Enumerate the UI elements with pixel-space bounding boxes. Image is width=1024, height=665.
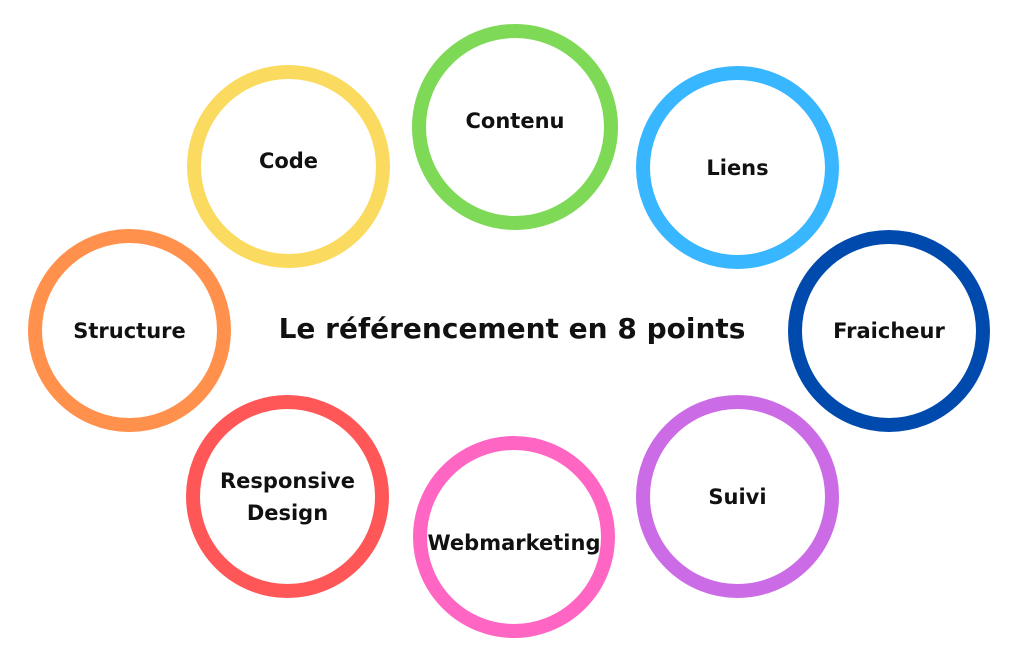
ring-label-contenu: Contenu <box>465 109 565 133</box>
ring-fraicheur: Fraicheur <box>788 230 990 432</box>
ring-label-responsive-design: Responsive Design <box>220 468 355 525</box>
ring-label-structure: Structure <box>73 318 186 343</box>
ring-label-liens: Liens <box>706 155 769 180</box>
ring-liens: Liens <box>636 66 839 269</box>
ring-code: Code <box>187 65 390 268</box>
ring-label-suivi: Suivi <box>708 484 767 509</box>
ring-label-webmarketing: Webmarketing <box>427 531 601 555</box>
ring-label-fraicheur: Fraicheur <box>833 319 945 343</box>
ring-webmarketing: Webmarketing <box>413 436 615 638</box>
diagram-title: Le référencement en 8 points <box>278 312 746 345</box>
ring-contenu: Contenu <box>412 24 618 230</box>
ring-label-code: Code <box>258 148 319 173</box>
ring-responsive-design: Responsive Design <box>186 395 389 598</box>
ring-suivi: Suivi <box>636 395 839 598</box>
ring-structure: Structure <box>28 229 231 432</box>
